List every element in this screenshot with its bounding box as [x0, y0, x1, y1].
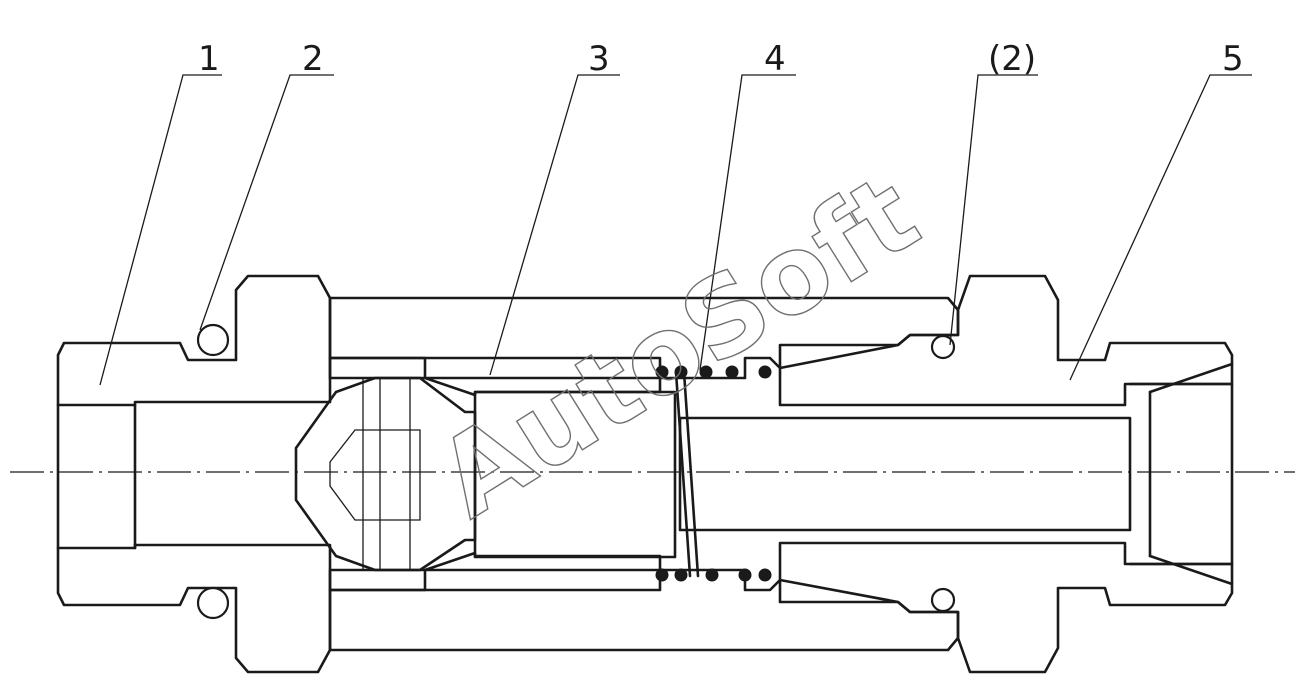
watermark-autosoft: AutoSoft: [418, 152, 940, 543]
callout-label-4: 4: [764, 39, 786, 79]
o-rings-part-2: [196, 323, 956, 620]
spring-part-4: [655, 365, 772, 582]
right-fitting-part-5: [678, 274, 1234, 674]
left-fitting-part-1: [56, 274, 332, 674]
callout-label-2: 2: [302, 39, 324, 79]
callout-label-1: 1: [198, 39, 220, 79]
leader-lines: [99, 74, 1252, 386]
callout-labels: 1 2 3 4 (2) 5: [198, 39, 1244, 79]
callout-label-3: 3: [588, 39, 610, 79]
callout-label-5: 5: [1222, 39, 1244, 79]
callout-label-2-repeat: (2): [988, 39, 1036, 79]
valve-insert-part-3: [294, 356, 677, 592]
